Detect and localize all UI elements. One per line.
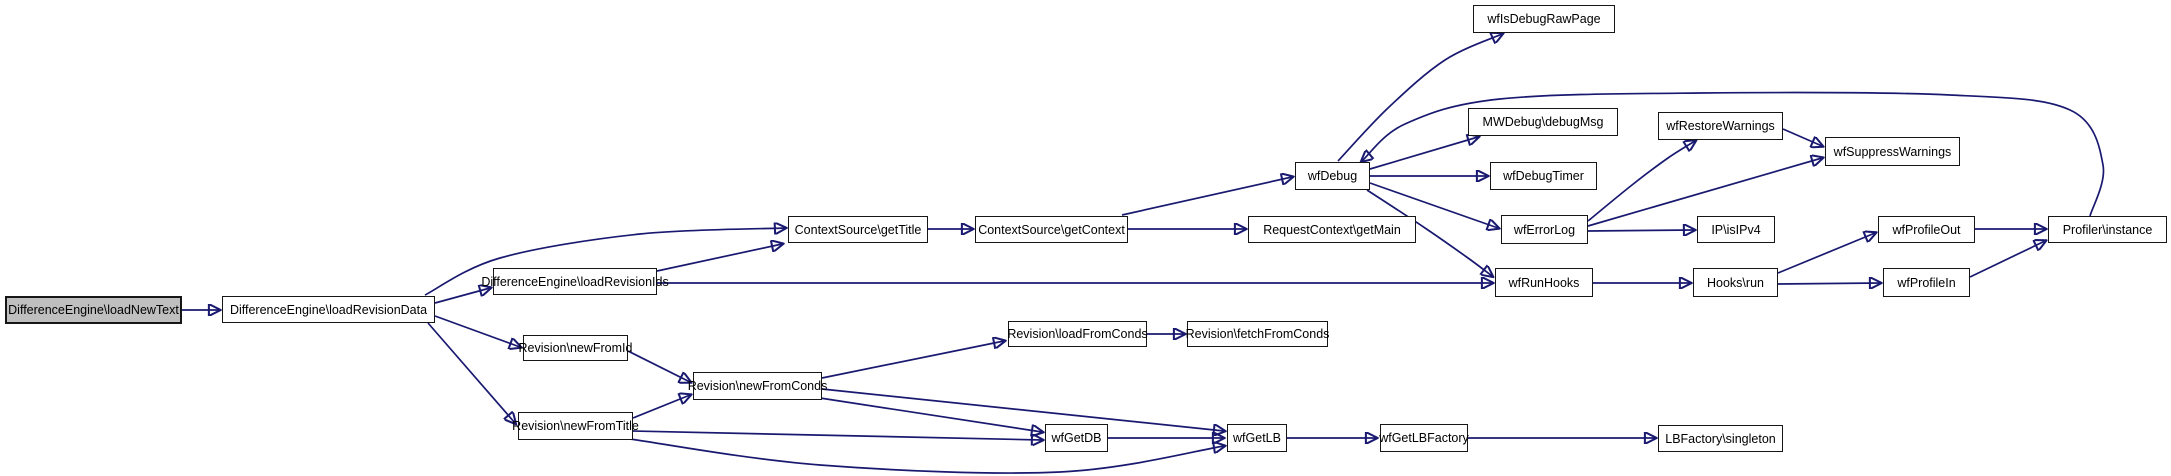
node-debugMsg[interactable]: MWDebug\debugMsg [1468,108,1618,136]
edge-getContext-to-wfDebug [1121,177,1292,216]
node-wfSuppressWarnings[interactable]: wfSuppressWarnings [1825,137,1960,166]
edge-newFromTitle-to-wfGetDB [632,430,1042,440]
node-wfGetLBFactory[interactable]: wfGetLBFactory [1379,424,1469,452]
edge-wfErrorLog-to-wfSuppressWarnings [1587,158,1822,227]
node-wfRunHooks[interactable]: wfRunHooks [1495,268,1593,297]
node-newFromId[interactable]: Revision\newFromId [519,335,632,361]
edge-wfDebug-to-wfRunHooks [1366,189,1492,276]
node-isIPv4[interactable]: IP\isIPv4 [1697,216,1775,243]
edge-newFromTitle-to-wfGetLB [629,438,1224,474]
edge-loadRevisionData-to-newFromId [434,315,520,347]
edge-newFromConds-to-wfGetLB [821,388,1224,431]
edge-newFromConds-to-wfGetDB [819,397,1042,432]
node-wfGetLB[interactable]: wfGetLB [1227,424,1287,452]
edge-loadRevisionData-to-newFromTitle [427,322,515,423]
edge-loadRevisionData-to-getTitle [424,228,785,296]
node-loadFromConds[interactable]: Revision\loadFromConds [1007,321,1148,347]
edge-wfRestoreWarnings-to-wfSuppressWarnings [1782,128,1822,146]
node-wfRestoreWarnings[interactable]: wfRestoreWarnings [1658,112,1783,140]
node-getTitle[interactable]: ContextSource\getTitle [788,216,928,243]
edge-wfErrorLog-to-isIPv4 [1587,230,1694,231]
node-wfProfileIn[interactable]: wfProfileIn [1883,268,1970,297]
node-loadRevisionData[interactable]: DifferenceEngine\loadRevisionData [222,296,435,323]
node-loadNewText[interactable]: DifferenceEngine\loadNewText [5,296,182,324]
edge-newFromTitle-to-newFromConds [632,395,690,419]
edge-profilerInstance-to-wfDebug [1362,91,2105,217]
edge-loadRevisionIds-to-getTitle [656,244,782,272]
edge-hooksRun-to-wfProfileOut [1777,233,1875,274]
node-lbfSingleton[interactable]: LBFactory\singleton [1658,425,1783,452]
node-newFromTitle[interactable]: Revision\newFromTitle [512,412,639,440]
edge-hooksRun-to-wfProfileIn [1777,283,1880,284]
edge-newFromId-to-newFromConds [627,350,690,382]
edge-wfDebug-to-wfIsDebugRawPage [1337,34,1502,162]
node-wfIsDebugRawPage[interactable]: wfIsDebugRawPage [1473,5,1615,33]
edge-wfProfileIn-to-profilerInstance [1969,241,2045,278]
edge-group [182,34,2105,474]
node-wfErrorLog[interactable]: wfErrorLog [1501,215,1588,244]
node-profilerInstance[interactable]: Profiler\instance [2048,216,2167,243]
node-loadRevisionIds[interactable]: DifferenceEngine\loadRevisionIds [481,268,669,295]
node-getContext[interactable]: ContextSource\getContext [975,216,1128,243]
node-wfGetDB[interactable]: wfGetDB [1045,424,1108,452]
edge-wfDebug-to-debugMsg [1369,137,1478,170]
node-wfDebug[interactable]: wfDebug [1295,162,1370,190]
node-wfDebugTimer[interactable]: wfDebugTimer [1490,162,1597,190]
edge-loadRevisionData-to-loadRevisionIds [434,288,490,304]
edge-newFromConds-to-loadFromConds [821,341,1004,379]
node-hooksRun[interactable]: Hooks\run [1693,268,1778,297]
node-newFromConds[interactable]: Revision\newFromConds [688,372,827,400]
node-wfProfileOut[interactable]: wfProfileOut [1878,216,1975,243]
node-fetchFromConds[interactable]: Revision\fetchFromConds [1186,321,1329,347]
edge-wfErrorLog-to-wfRestoreWarnings [1587,141,1695,222]
node-getMain[interactable]: RequestContext\getMain [1248,216,1416,243]
edge-wfDebug-to-wfErrorLog [1369,182,1498,228]
